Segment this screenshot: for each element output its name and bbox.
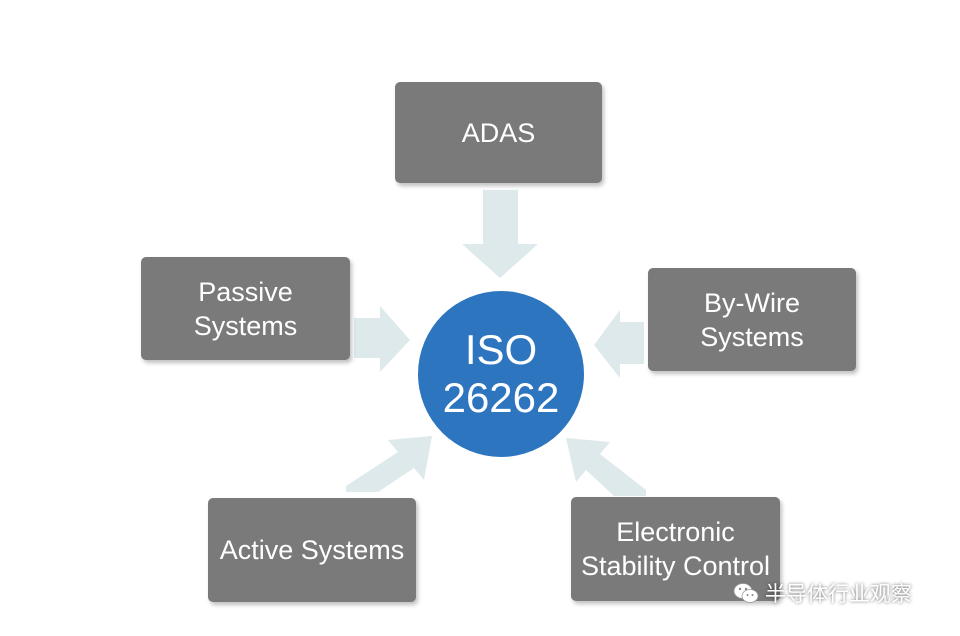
watermark: 半导体行业观察 (733, 578, 912, 608)
node-active-systems: Active Systems (208, 498, 416, 602)
node-passive-line1: Passive (198, 276, 293, 307)
hub-line1: ISO (464, 326, 538, 373)
node-adas: ADAS (395, 82, 602, 183)
node-bywire-line2: Systems (700, 321, 804, 352)
arrow-esc (566, 438, 646, 496)
wechat-icon (733, 583, 759, 603)
arrow-active (346, 436, 432, 492)
node-electronic-stability-control: Electronic Stability Control (571, 497, 780, 601)
node-passive-systems: Passive Systems (141, 257, 350, 360)
arrow-adas (462, 190, 538, 278)
node-adas-label: ADAS (461, 117, 536, 148)
node-bywire-line1: By-Wire (704, 287, 800, 318)
arrow-bywire (594, 310, 644, 378)
hub-iso26262: ISO 26262 (418, 291, 584, 457)
node-esc-line2: Stability Control (580, 551, 771, 581)
watermark-text: 半导体行业观察 (765, 583, 912, 606)
node-passive-line2: Systems (193, 310, 298, 341)
node-active-label: Active Systems (219, 535, 405, 565)
node-by-wire-systems: By-Wire Systems (648, 268, 856, 371)
hub-line2: 26262 (442, 374, 560, 421)
arrow-passive (354, 306, 410, 372)
node-esc-line1: Electronic (616, 517, 735, 547)
